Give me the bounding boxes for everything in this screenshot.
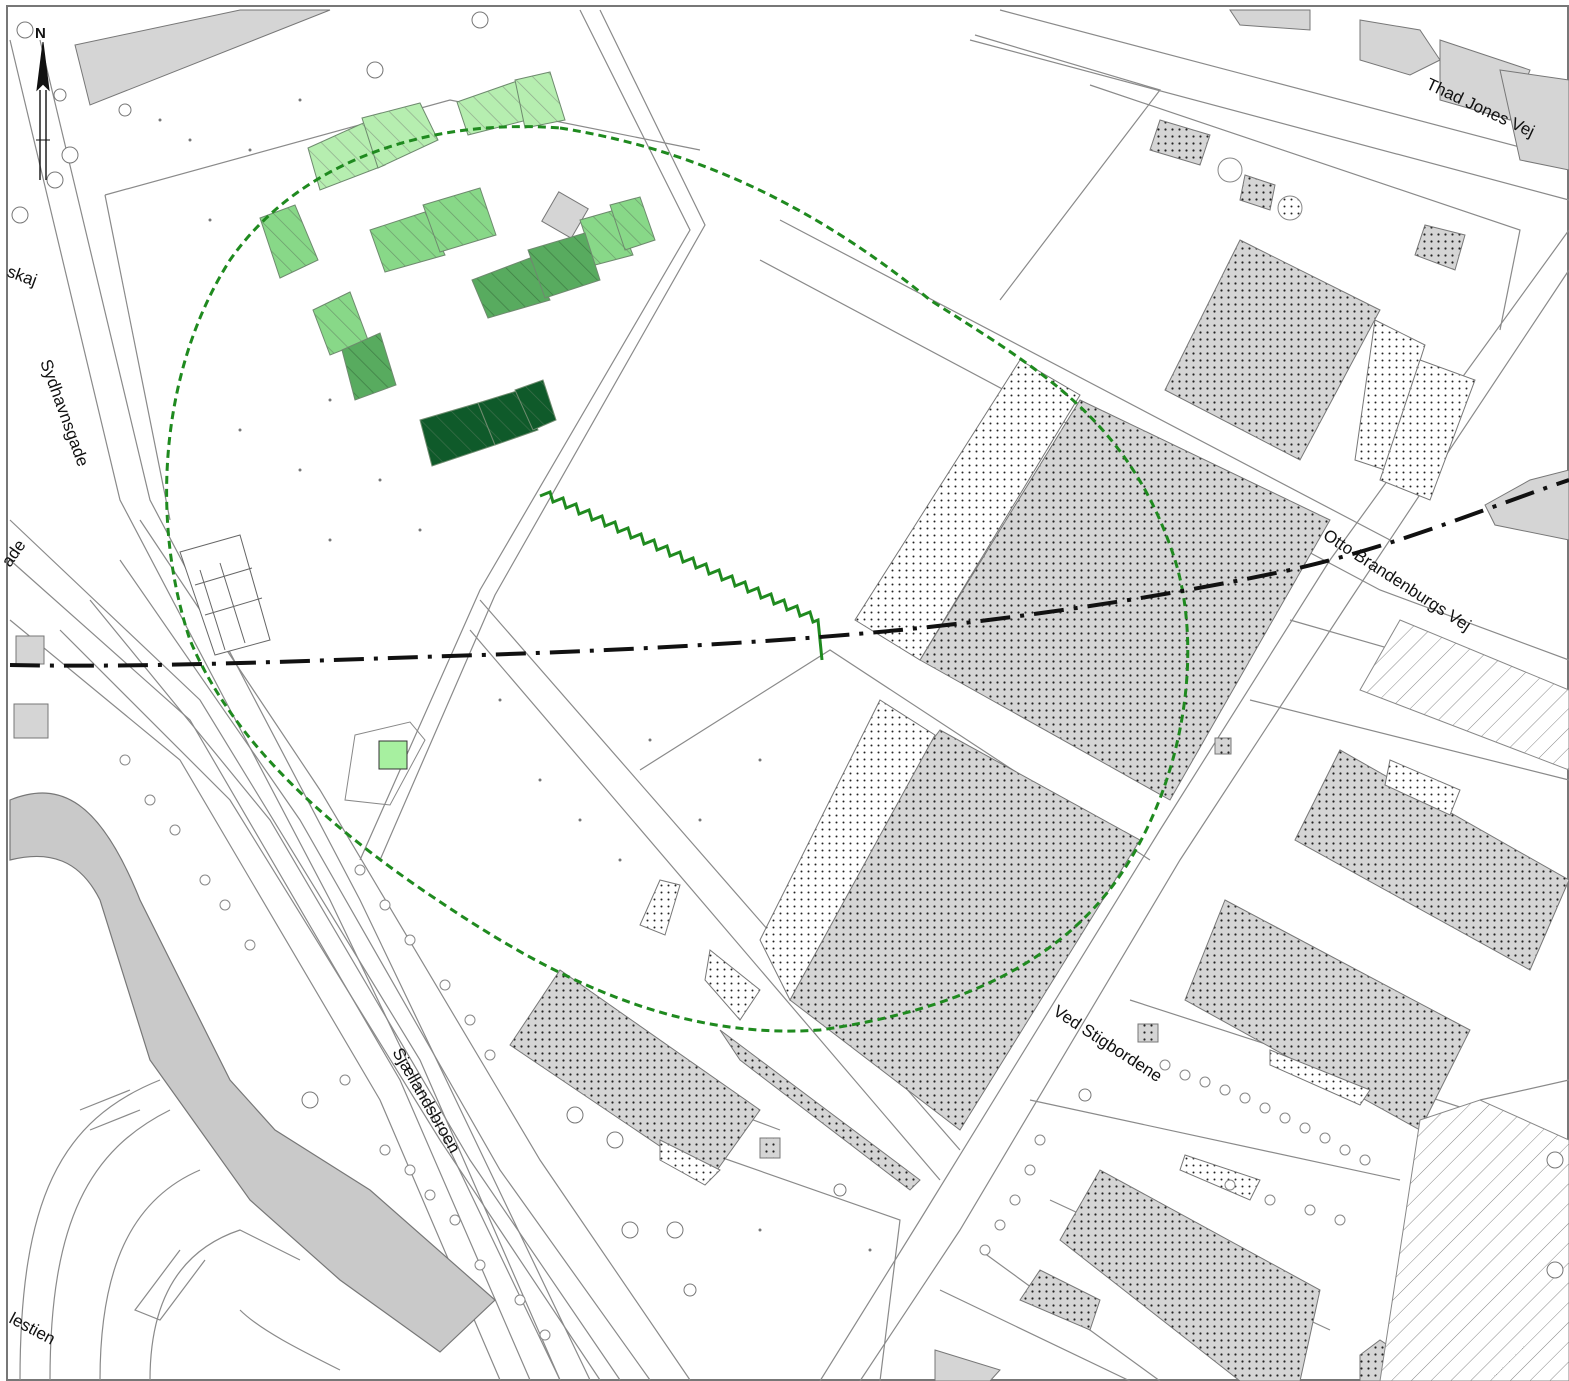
- north-label: N: [35, 25, 46, 42]
- building-mid-a: [259, 204, 319, 279]
- zigzag-boundary: [539, 489, 824, 661]
- pavilion-grid: [179, 534, 271, 656]
- building-dark-a: [471, 257, 551, 319]
- hatched-area: [1359, 619, 1569, 771]
- building-mid-b: [369, 211, 446, 273]
- building-mid-c: [422, 187, 497, 253]
- hatched-area-2: [1379, 1099, 1569, 1381]
- building-mid-e: [609, 196, 656, 251]
- north-arrow-icon: N: [35, 25, 50, 180]
- existing-buildings-dotted: [509, 119, 1569, 1381]
- curved-roads: [19, 1079, 341, 1381]
- terrace-areas: [639, 319, 1476, 1201]
- building-darkest-c: [514, 379, 557, 431]
- street-trees: [119, 157, 1371, 1341]
- trees: [11, 11, 1564, 1297]
- marker-frame: [344, 721, 426, 806]
- green-marker: [378, 740, 408, 770]
- building-light-d: [514, 71, 566, 129]
- canal-water: [9, 792, 496, 1353]
- district-boundary-line: [9, 478, 1569, 668]
- building-dark-b: [527, 232, 601, 299]
- influence-boundary: [165, 125, 1190, 1033]
- existing-buildings: [13, 9, 1569, 1381]
- building-dark-c: [341, 332, 397, 401]
- road-network: [9, 9, 1569, 1381]
